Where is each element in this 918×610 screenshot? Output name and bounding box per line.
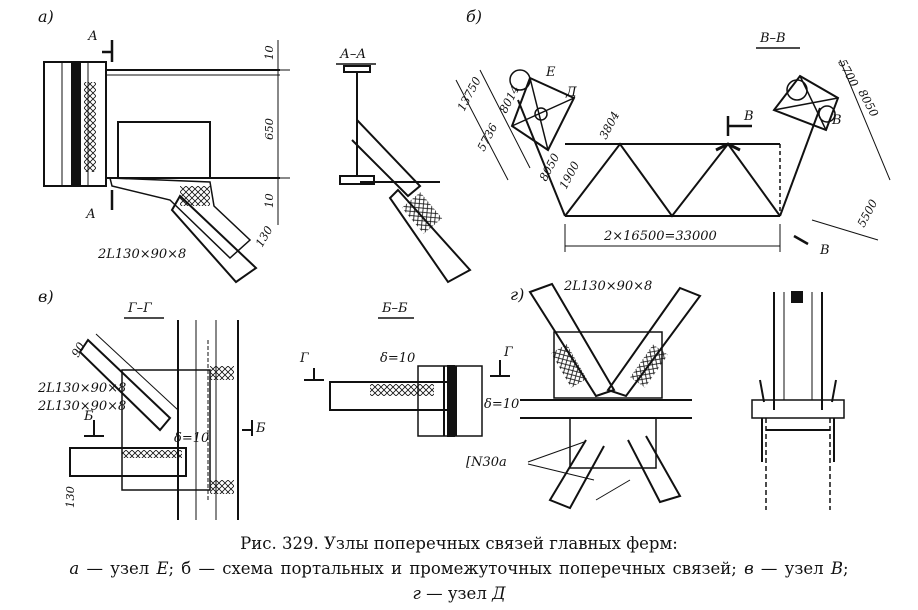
dim-3804: 3804: [596, 109, 622, 141]
column-web: [71, 61, 81, 187]
figure-caption-title: Рис. 329. Узлы поперечных связей главных…: [240, 534, 678, 553]
dim-10-bottom: 10: [262, 193, 276, 208]
caption-node-d: Д: [492, 584, 506, 603]
node-e-label: Е: [545, 65, 556, 80]
profile-label-v-2: 2L130×90×8: [37, 399, 126, 414]
panel-v-node-b: в) Г–Г Б Б 90 130 2L130×90×8 2L130×90×8 …: [37, 287, 266, 520]
node-v-circle: [818, 105, 836, 123]
caption-key-b: ; б: [168, 559, 192, 578]
node-v-label: В: [831, 113, 842, 128]
profile-label-v-1: 2L130×90×8: [37, 381, 126, 396]
section-aa-title: А–А: [339, 47, 366, 62]
section-b-mark-bottom: В: [819, 243, 830, 258]
section-g-mark-left: Г: [299, 351, 309, 366]
section-g-mark-right: Г: [503, 345, 513, 360]
panel-a-letter: а): [38, 7, 54, 26]
caption-node-e: Е: [156, 559, 169, 578]
caption-text-v: — узел: [753, 559, 831, 578]
dim-5500: 5500: [854, 197, 880, 229]
section-b-mark-right: Б: [255, 421, 266, 436]
panel-b-letter: б): [466, 7, 482, 26]
caption-text-b: — схема портальных и промежуточных попер…: [191, 559, 745, 578]
section-b-mark-left: Б: [83, 409, 94, 424]
node-e-circle: [509, 69, 531, 91]
panel-a-node-e: а) А А 10 650 10 130 2L130×90×8: [38, 7, 290, 284]
panel-b-scheme: б) Е Д В В–В В В 13750 5736 8014 3804 80…: [454, 7, 891, 258]
delta-top-bb: δ=10: [380, 351, 415, 366]
dim-5736: 5736: [474, 121, 500, 153]
dim-650: 650: [262, 118, 276, 140]
caption-end: ;: [843, 559, 849, 578]
dim-8050-right: 8050: [855, 87, 881, 119]
delta-label-v: δ=10: [174, 431, 209, 446]
panel-section-aa: А–А: [336, 47, 472, 284]
caption-key-a: а: [69, 559, 80, 578]
panel-g-letter: г): [510, 285, 524, 304]
caption-key-g: г: [412, 584, 421, 603]
drawing-canvas: а) А А 10 650 10 130 2L130×90×8 А–А: [37, 7, 891, 520]
node-e-frame: [510, 76, 576, 152]
panel-g-node-d: г) 2L130×90×8 [N30a: [466, 279, 702, 510]
dim-130-v: 130: [63, 486, 77, 508]
caption-node-v: В: [830, 559, 844, 578]
section-vv-title: В–В: [759, 31, 786, 46]
channel-right: [627, 435, 682, 504]
dim-130: 130: [252, 223, 275, 249]
figure-caption-line-1: а — узел Е; б — схема портальных и проме…: [0, 559, 918, 578]
brace-up-right: [606, 286, 702, 398]
figure-caption-line-2: г — узел Д: [0, 584, 918, 603]
caption-text-g: — узел: [420, 584, 493, 603]
dim-13750: 13750: [454, 75, 484, 114]
caption-text-a: — узел: [79, 559, 157, 578]
profile-label-g: 2L130×90×8: [563, 279, 652, 294]
caption-key-v: в: [744, 559, 754, 578]
dim-10-top: 10: [262, 45, 276, 60]
profile-label-a: 2L130×90×8: [97, 247, 186, 262]
node-d-label: Д: [565, 85, 577, 100]
dim-5700: 5700: [835, 57, 861, 89]
section-bb-title: Б–Б: [381, 301, 408, 316]
panel-v-letter: в): [38, 287, 54, 306]
brace-angle: [170, 194, 258, 284]
dim-90: 90: [68, 340, 87, 360]
section-a-mark-bottom: А: [85, 207, 96, 222]
span-dim: 2×16500=33000: [603, 229, 717, 244]
node-b-circle-top: [786, 79, 808, 101]
dim-1900: 1900: [556, 159, 582, 191]
beam-cutout: [117, 121, 211, 179]
section-a-mark-top: А: [87, 29, 98, 44]
channel-label: [N30a: [466, 455, 507, 470]
section-gg-title: Г–Г: [127, 301, 152, 316]
section-b-mark-top: В: [743, 109, 754, 124]
channel-left: [548, 439, 605, 510]
delta-right-bb: δ=10: [484, 397, 519, 412]
horizontal-strut: [69, 447, 187, 477]
panel-section-bb: Б–Б δ=10 δ=10 Г Г: [299, 301, 519, 437]
panel-side-elevation: [751, 291, 845, 510]
brace-diagonal: [78, 338, 172, 432]
